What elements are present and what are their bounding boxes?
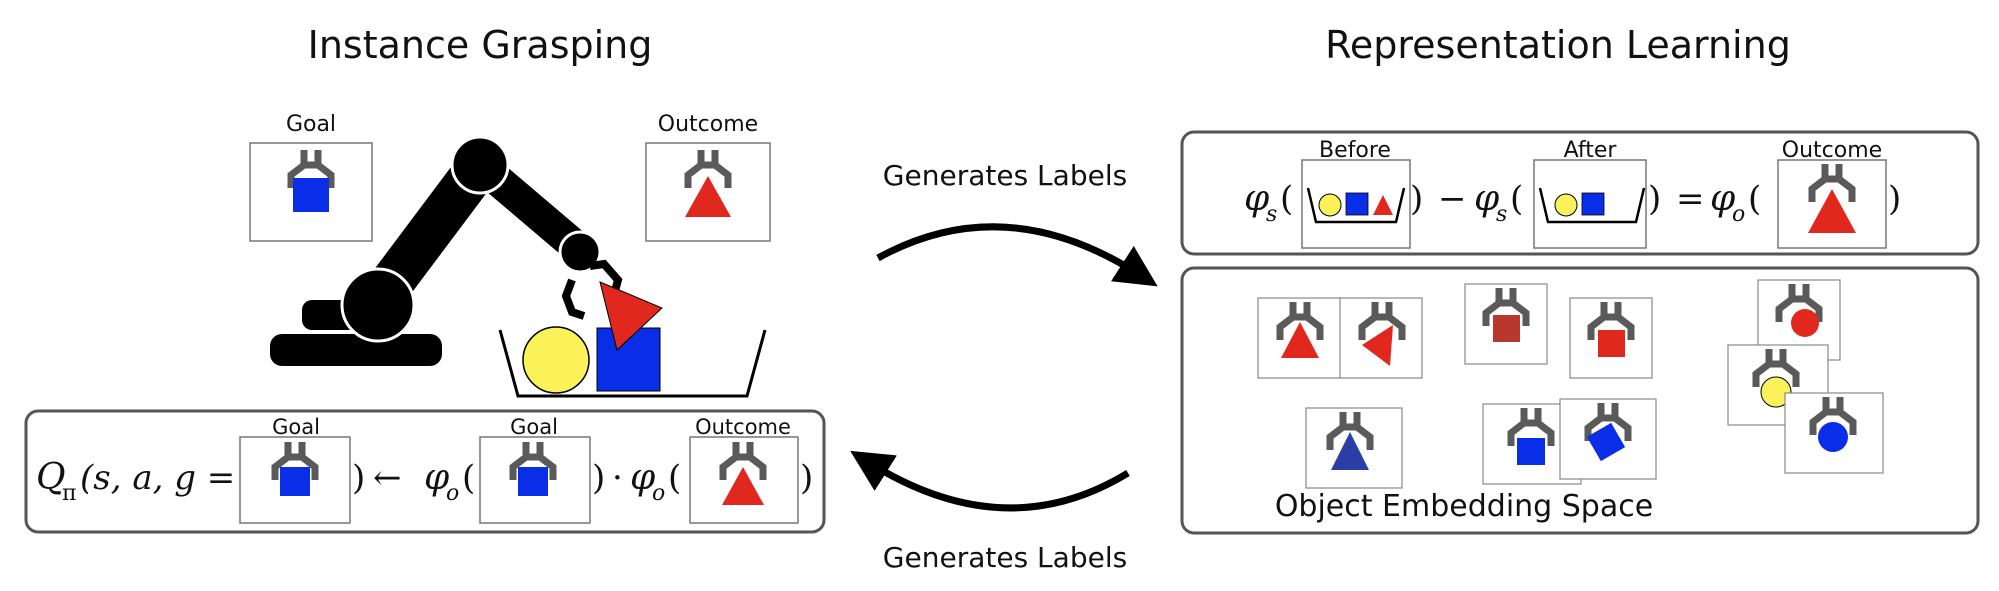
q-close-paren: )	[352, 458, 365, 498]
phi-o-2-close: )	[800, 458, 813, 498]
goal-label-top: Goal	[286, 112, 336, 137]
q-subscript: π	[62, 481, 76, 506]
phi-o-1-open: (	[462, 458, 475, 498]
after-label: After	[1564, 138, 1618, 163]
phi-s-2-sub: s	[1496, 202, 1507, 227]
goal-image-top	[249, 142, 373, 242]
representation-equation-box: φ s ( Before ) − φ s ( After ) = φ o ( O…	[1180, 130, 1980, 256]
yellow-circle	[1318, 193, 1342, 217]
outcome-label-top: Outcome	[658, 112, 758, 137]
embedding-space-box: Object Embedding Space	[1180, 266, 1980, 535]
navy-triangle	[1331, 432, 1369, 470]
red-triangle	[1362, 325, 1393, 366]
phi-o-1-close: )	[592, 458, 605, 498]
q-arrow: ←	[373, 458, 402, 498]
goal-label-q: Goal	[272, 415, 320, 439]
outcome-image-q	[689, 436, 799, 524]
phi-o-1-sub: o	[446, 481, 459, 506]
red-triangle	[1281, 322, 1319, 358]
blue-circle	[1818, 422, 1848, 452]
after-image	[1533, 159, 1647, 249]
embedding-navy-triangle	[1305, 407, 1403, 489]
goal-label-q2: Goal	[510, 415, 558, 439]
red-triangle	[722, 467, 764, 505]
elbow-joint	[450, 135, 510, 195]
phi-s-2-open: (	[1510, 179, 1523, 219]
outcome-label-rep: Outcome	[1782, 138, 1882, 163]
phi-s-1-sub: s	[1266, 202, 1277, 227]
yellow-circle	[1554, 193, 1578, 217]
blue-square	[1345, 192, 1369, 216]
robot-base	[270, 334, 442, 366]
phi-s-2-close: )	[1648, 179, 1661, 219]
phi-o-2-sub: o	[652, 481, 665, 506]
red-triangle	[1808, 189, 1856, 233]
phi-o-3-open: (	[1748, 179, 1761, 219]
phi-s-2: φ	[1474, 178, 1500, 219]
phi-s-1: φ	[1244, 178, 1270, 219]
yellow-circle	[1760, 376, 1792, 408]
blue-square	[1586, 422, 1626, 462]
goal-image-q2	[479, 436, 591, 524]
blue-square	[280, 467, 310, 496]
generates-labels-top: Generates Labels	[883, 159, 1127, 192]
title-representation-learning: Representation Learning	[1325, 23, 1791, 67]
arrow-to-representation	[876, 223, 1158, 287]
outcome-image-rep	[1777, 159, 1887, 249]
phi-o-2: φ	[630, 457, 656, 498]
minus-sign: −	[1438, 179, 1467, 219]
phi-o-2-open: (	[668, 458, 681, 498]
equals-sign: =	[1676, 179, 1705, 219]
yellow-circle	[522, 326, 590, 394]
phi-o-3-sub: o	[1732, 202, 1745, 227]
before-image	[1301, 159, 1411, 249]
phi-o-3-close: )	[1888, 179, 1901, 219]
embedding-blue-circle	[1784, 392, 1884, 474]
dark-red-square	[1493, 315, 1520, 342]
blue-square	[1581, 192, 1605, 216]
red-triangle	[685, 176, 731, 217]
phi-o-1: φ	[424, 457, 450, 498]
embedding-red-square	[1569, 297, 1653, 379]
q-arguments: (s, a, g =	[80, 458, 235, 498]
red-triangle	[599, 281, 663, 351]
embedding-blue-square-rotated	[1559, 398, 1657, 480]
embedding-red-triangle-rotated	[1339, 297, 1423, 379]
before-label: Before	[1319, 138, 1391, 163]
dot-product: ·	[612, 458, 623, 498]
phi-s-1-open: (	[1280, 179, 1293, 219]
phi-o-3: φ	[1710, 178, 1736, 219]
arrow-to-grasping	[850, 450, 1130, 512]
q-function-box: Q π (s, a, g = Goal ) ← φ o ( Goal ) · φ…	[24, 409, 826, 534]
phi-s-1-close: )	[1410, 179, 1423, 219]
red-circle	[1791, 309, 1819, 337]
title-instance-grasping: Instance Grasping	[308, 23, 653, 67]
blue-square	[518, 467, 548, 496]
red-square	[1598, 330, 1625, 357]
robot-arm	[270, 135, 623, 366]
blue-square	[293, 178, 329, 212]
bin	[498, 281, 767, 398]
goal-image-q	[239, 436, 351, 524]
embedding-red-triangle	[1257, 297, 1343, 379]
embedding-space-label: Object Embedding Space	[1275, 489, 1653, 524]
embedding-dark-red-square	[1464, 283, 1548, 365]
outcome-image-top	[645, 142, 771, 242]
red-triangle	[1373, 195, 1393, 215]
outcome-label-q: Outcome	[695, 415, 791, 439]
blue-square	[1517, 438, 1545, 465]
generates-labels-bottom: Generates Labels	[883, 541, 1127, 574]
shoulder-joint	[340, 267, 416, 343]
q-symbol: Q	[36, 457, 66, 498]
